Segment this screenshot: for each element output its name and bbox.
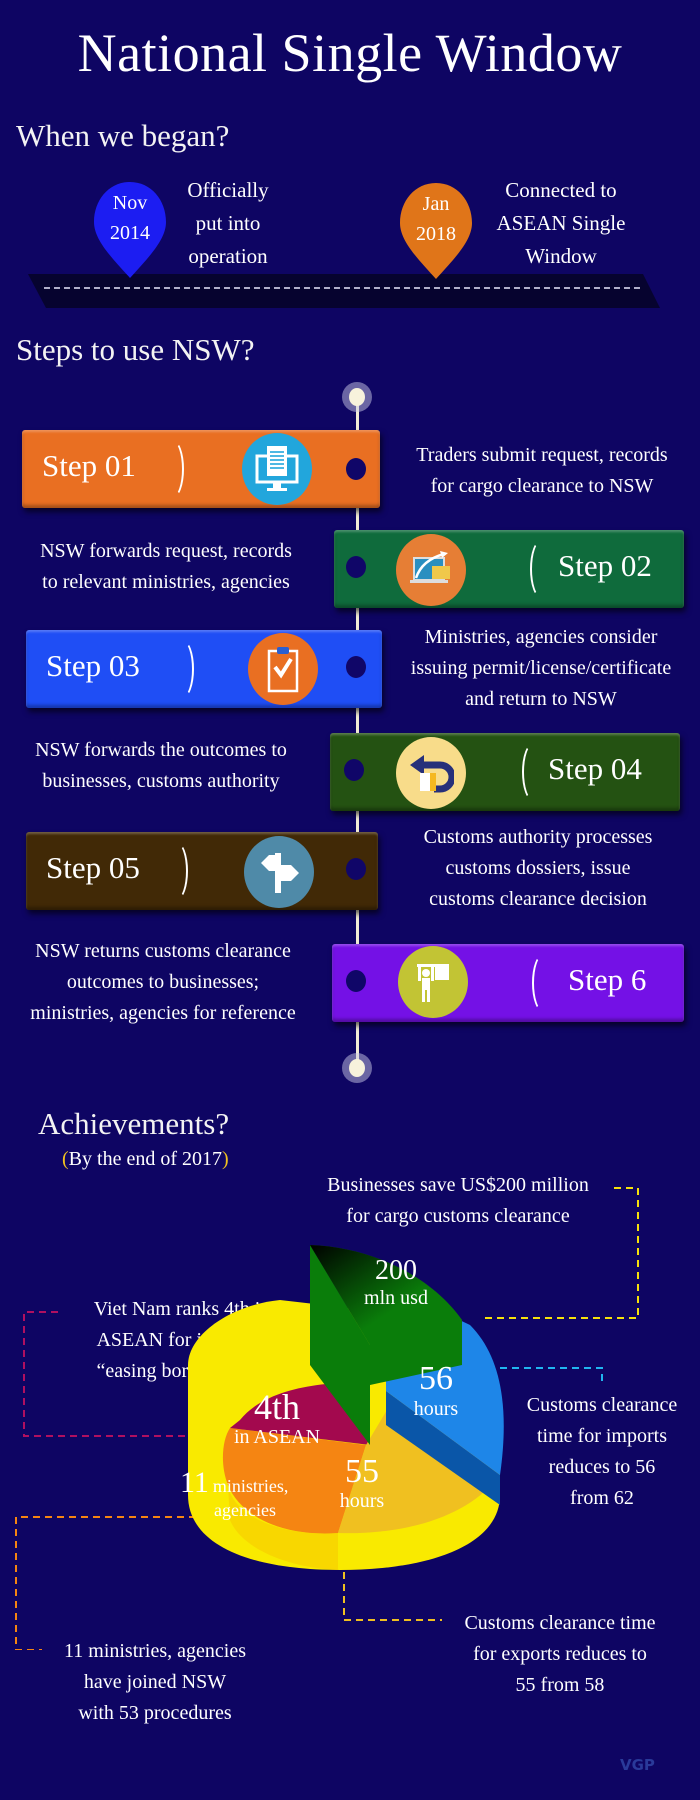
- pie-label-imports: 56 hours: [413, 1360, 459, 1420]
- map-pin-icon: [400, 183, 472, 279]
- pie-slice-exports: [338, 1395, 500, 1534]
- timeline-road: [28, 274, 660, 308]
- step-03-description: Ministries, agencies consider issuing pe…: [410, 626, 672, 710]
- pie-label-savings: 200 mln usd: [364, 1255, 428, 1309]
- bracket-icon: [522, 743, 544, 801]
- step-01-description: Traders submit request, records for carg…: [416, 444, 668, 497]
- pin-month: Jan: [422, 193, 450, 215]
- computer-document-icon: [242, 433, 312, 505]
- timeline-node: [344, 759, 364, 781]
- step-label: Step 05: [46, 850, 140, 885]
- step-05-card: Step 05: [26, 832, 378, 910]
- step-label: Step 03: [46, 648, 140, 683]
- history-heading: When we began?: [16, 118, 230, 153]
- step-01-card: Step 01: [22, 430, 380, 508]
- callout-ministries: 11 ministries, agencies have joined NSW …: [64, 1640, 246, 1724]
- timeline-node: [346, 458, 366, 480]
- callout-savings: Businesses save US$200 million for cargo…: [327, 1174, 589, 1227]
- timeline-node: [346, 556, 366, 578]
- pie-slice-ministries: [222, 1428, 366, 1534]
- callout-exports: Customs clearance time for exports reduc…: [464, 1612, 656, 1696]
- history-event-2014-text: Officially put into operation: [187, 178, 269, 268]
- history-pin-2018: Jan 2018: [398, 181, 474, 281]
- pin-year: 2018: [416, 223, 456, 245]
- timeline-node: [346, 858, 366, 880]
- step-02-description: NSW forwards request, records to relevan…: [40, 540, 292, 593]
- callout-imports: Customs clearance time for imports reduc…: [526, 1394, 678, 1509]
- page-title: National Single Window: [77, 23, 623, 83]
- timeline-node: [346, 970, 366, 992]
- step-label: Step 02: [558, 548, 652, 583]
- pie-label-ministries: 11 ministries, agencies: [180, 1466, 289, 1520]
- pie-slice-rank: [230, 1383, 370, 1445]
- step-label: Step 6: [568, 962, 647, 997]
- step-06-card: Step 6: [332, 944, 684, 1022]
- pin-year: 2014: [110, 222, 150, 244]
- laptop-mail-send-icon: [396, 534, 466, 606]
- steps-heading: Steps to use NSW?: [16, 332, 255, 367]
- clipboard-check-icon: [248, 633, 318, 705]
- history-pin-2014: Nov 2014: [92, 180, 168, 280]
- pie-label-exports: 55 hours: [339, 1453, 385, 1513]
- timeline-bottom-cap: [342, 1053, 372, 1083]
- pie-slice-savings: [310, 1245, 462, 1345]
- step-label: Step 01: [42, 448, 136, 483]
- pin-month: Nov: [112, 192, 148, 214]
- bracket-icon: [532, 954, 554, 1012]
- bracket-icon: [162, 440, 184, 498]
- direction-signpost-icon: [244, 836, 314, 908]
- step-04-card: Step 04: [330, 733, 680, 811]
- bracket-icon: [172, 640, 194, 698]
- step-label: Step 04: [548, 751, 642, 786]
- return-arrow-icon: [396, 737, 466, 809]
- bracket-icon: [530, 540, 552, 598]
- map-pin-icon: [94, 182, 166, 278]
- achievements-subheading: (By the end of 2017): [62, 1148, 229, 1170]
- achievements-3d-pie-chart: [188, 1245, 504, 1570]
- timeline-node: [346, 656, 366, 678]
- pie-label-rank: 4th in ASEAN: [233, 1387, 321, 1448]
- achievements-heading: Achievements?: [38, 1106, 230, 1141]
- person-flag-icon: [398, 946, 468, 1018]
- history-event-2018-text: Connected to ASEAN Single Window: [496, 178, 626, 268]
- callout-leader-lines: [15, 1187, 639, 1650]
- step-03-card: Step 03: [26, 630, 382, 708]
- timeline-top-cap: [342, 382, 372, 412]
- step-02-card: Step 02: [334, 530, 684, 608]
- bracket-icon: [166, 842, 188, 900]
- step-05-description: Customs authority processes customs doss…: [423, 826, 653, 910]
- step-06-description: NSW returns customs clearance outcomes t…: [30, 940, 296, 1024]
- vgp-logo: VGP: [620, 1756, 655, 1774]
- step-04-description: NSW forwards the outcomes to businesses,…: [35, 739, 287, 792]
